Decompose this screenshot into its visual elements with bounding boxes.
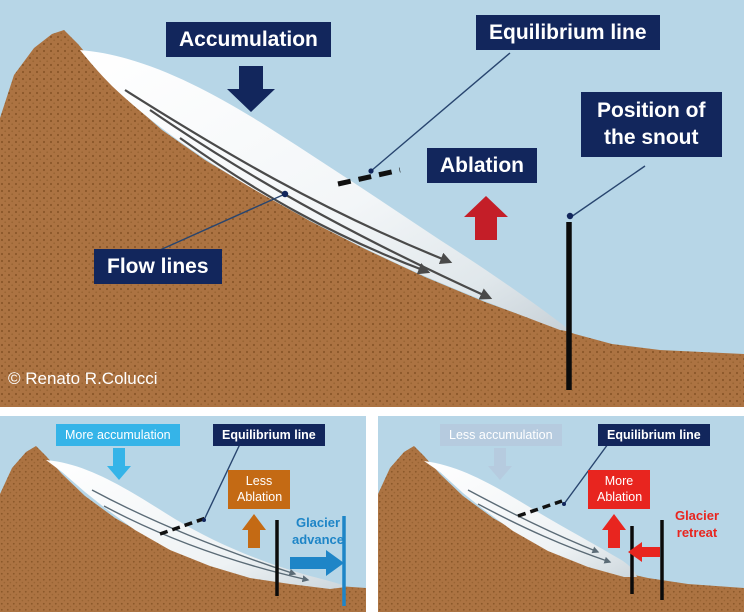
main-panel: Accumulation Equilibrium line Ablation P… xyxy=(0,0,744,407)
less-accumulation-down-arrow xyxy=(488,448,512,480)
ablation-label: Ablation xyxy=(427,148,537,184)
snout-position-label: Position of the snout xyxy=(581,92,722,157)
less-accumulation-label: Less accumulation xyxy=(440,424,562,447)
more-ablation-up-arrow xyxy=(602,514,626,548)
mountain-terrain xyxy=(0,446,366,612)
retreat-panel: Less accumulation Equilibrium line More … xyxy=(378,416,744,612)
retreat-panel-art xyxy=(378,416,744,612)
flow-lines-pointer-line xyxy=(159,193,286,251)
flow-line-1 xyxy=(91,489,297,576)
advance-panel-art xyxy=(0,416,366,612)
equilibrium-pointer-dot xyxy=(562,502,566,506)
advance-panel: More accumulation Equilibrium line Less … xyxy=(0,416,366,612)
glacier-body xyxy=(46,460,346,589)
equilibrium-line-label: Equilibrium line xyxy=(213,424,325,447)
equilibrium-pointer-line xyxy=(203,443,241,521)
equilibrium-pointer-dot xyxy=(202,518,206,522)
flow-lines-pointer-dot xyxy=(281,190,289,198)
ablation-up-arrow xyxy=(464,196,508,240)
more-accumulation-down-arrow xyxy=(107,448,131,480)
less-ablation-up-arrow xyxy=(242,514,266,548)
glacier-retreat-label: Glacier retreat xyxy=(674,508,720,540)
equilibrium-pointer-line xyxy=(370,52,511,172)
accumulation-down-arrow xyxy=(227,66,275,112)
glacier-advance-label: Glacier advance xyxy=(291,515,345,547)
more-accumulation-label: More accumulation xyxy=(56,424,180,447)
main-panel-art xyxy=(0,0,744,407)
accumulation-label: Accumulation xyxy=(166,22,331,58)
equilibrium-dashed-line xyxy=(517,499,563,518)
copyright-credit: © Renato R.Colucci xyxy=(8,369,158,388)
more-ablation-label: More Ablation xyxy=(588,470,650,509)
equilibrium-pointer-dot xyxy=(368,168,374,174)
glacier-body xyxy=(424,461,637,577)
equilibrium-line-label: Equilibrium line xyxy=(476,15,660,51)
mountain-terrain xyxy=(378,446,744,612)
glacier-retreat-left-arrow xyxy=(628,542,660,562)
flow-line-2 xyxy=(477,503,612,564)
glacier-advance-right-arrow xyxy=(290,550,344,576)
snout-pointer-line xyxy=(570,165,646,218)
equilibrium-pointer-line xyxy=(563,443,609,505)
mountain-terrain xyxy=(0,30,744,407)
equilibrium-line-label: Equilibrium line xyxy=(598,424,710,447)
flow-lines-label: Flow lines xyxy=(94,249,222,285)
flow-line-1 xyxy=(124,89,453,265)
flow-line-3 xyxy=(179,137,431,275)
equilibrium-dashed-line xyxy=(159,516,207,536)
snout-pointer-dot xyxy=(566,212,574,220)
flow-line-2 xyxy=(149,109,493,300)
flow-line-1 xyxy=(467,489,600,554)
equilibrium-dashed-line xyxy=(337,167,401,187)
less-ablation-label: Less Ablation xyxy=(228,470,290,509)
